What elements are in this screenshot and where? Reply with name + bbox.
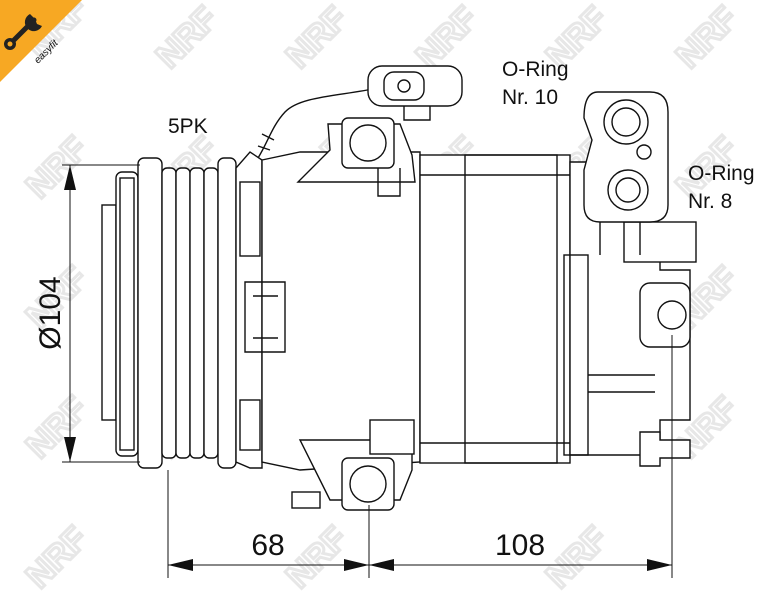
rear-fitting: [639, 431, 691, 467]
width-arrow-left: [168, 559, 193, 571]
diameter-arrow-bottom: [64, 437, 76, 462]
watermark-text: NRF: [19, 129, 95, 205]
connector-lead: [403, 106, 431, 121]
bottom-mounting-ear: [291, 419, 415, 511]
watermark-text: NRF: [19, 389, 95, 465]
connector-pin: [397, 79, 411, 93]
cylinder-band: [464, 154, 558, 464]
watermark-tile: NRF: [17, 388, 96, 467]
oring-port-large: [603, 99, 649, 145]
pulley-outer-flange: [137, 157, 163, 469]
port-block: [583, 91, 669, 255]
top-ear-support: [377, 168, 401, 197]
oring-port-large-inner: [611, 107, 641, 137]
bottom-mount-hole: [349, 465, 387, 503]
oring-port-small: [607, 169, 649, 211]
callout-labels: 5PK O-Ring Nr. 10 O-Ring Nr. 8: [168, 58, 755, 213]
watermark-text: NRF: [19, 519, 95, 595]
watermark-tile: NRF: [17, 128, 96, 207]
rear-mount-hole: [657, 300, 687, 330]
bottom-drain-plug: [291, 491, 321, 509]
watermark-tile: NRF: [277, 518, 356, 597]
connector-plug: [383, 71, 425, 101]
width-left-label: 68: [251, 529, 284, 562]
watermark-text: NRF: [669, 0, 745, 76]
watermark-tile: NRF: [537, 518, 616, 597]
housing-boss-edge: [253, 295, 278, 339]
watermark-tile: NRF: [407, 0, 486, 77]
rear-head-rib: [588, 374, 655, 393]
electrical-connector: [257, 65, 463, 159]
pulley-inner-flange: [217, 157, 237, 469]
rear-valve-block: [623, 221, 697, 263]
cylinder-seam: [420, 174, 570, 444]
easyfit-badge: easyfit: [0, 0, 82, 82]
diameter-arrow-top: [64, 165, 76, 190]
badge-triangle: [0, 0, 82, 82]
watermark-tile: NRF: [147, 0, 226, 77]
dimension-lines: Ø104 68 108: [34, 164, 673, 578]
top-mounting-ear: [296, 117, 416, 197]
pulley-grooves: [137, 157, 237, 469]
front-collar-lower: [239, 399, 261, 451]
width-arrow-mid-left: [344, 559, 369, 571]
oring-small-label-line1: O-Ring: [688, 162, 755, 185]
cylinder-body: [419, 154, 571, 464]
watermark-text: NRF: [279, 519, 355, 595]
top-mount-hole: [349, 124, 387, 162]
bottom-boss: [369, 419, 415, 455]
width-right-label: 108: [495, 529, 545, 562]
watermark-text: NRF: [279, 0, 355, 76]
width-arrow-right: [647, 559, 672, 571]
oring-port-small-inner: [615, 177, 641, 203]
connector-cable: [257, 87, 379, 159]
pulley-groove: [161, 167, 177, 459]
pulley-label: 5PK: [168, 115, 208, 138]
watermark-text: NRF: [539, 519, 615, 595]
pulley-groove: [175, 167, 191, 459]
watermark-tile: NRF: [17, 518, 96, 597]
watermark-tile: NRF: [277, 0, 356, 77]
pulley-groove: [189, 167, 205, 459]
width-arrow-mid-right: [369, 559, 394, 571]
port-block-stem: [599, 222, 641, 255]
pulley-hub-detail: [119, 177, 135, 451]
watermark-text: NRF: [409, 0, 485, 76]
port-bolt: [636, 144, 652, 160]
wrench-icon: [4, 14, 42, 50]
oring-small-label-line2: Nr. 8: [688, 190, 732, 213]
oring-large-label-line2: Nr. 10: [502, 86, 558, 109]
oring-large-label-line1: O-Ring: [502, 58, 569, 81]
housing-boss: [244, 281, 286, 353]
connector-cable-tie: [257, 133, 275, 151]
rear-head-plate: [563, 254, 589, 456]
compressor-body: [101, 65, 697, 511]
front-collar: [239, 181, 261, 257]
watermark-tile: NRF: [667, 0, 746, 77]
watermark-text: NRF: [149, 0, 225, 76]
pulley-back-plate: [101, 204, 117, 421]
pulley-groove: [203, 167, 219, 459]
diameter-label: Ø104: [34, 276, 67, 349]
